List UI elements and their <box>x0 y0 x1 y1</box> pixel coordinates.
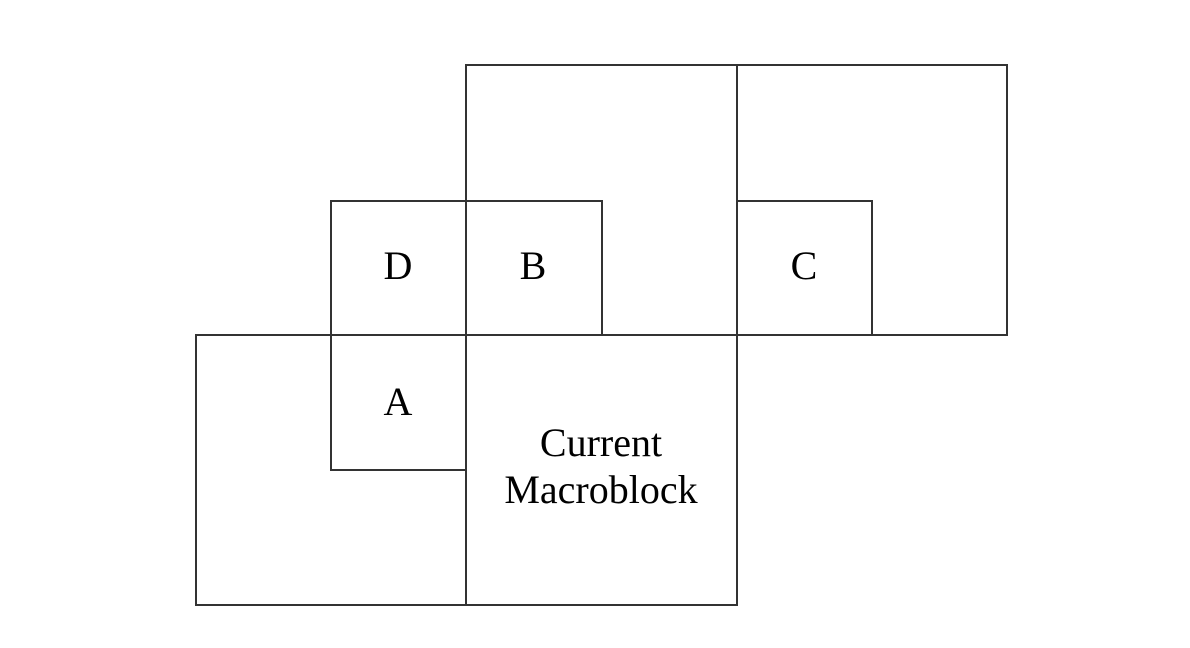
block-a <box>330 334 467 471</box>
block-b-label: B <box>520 243 547 288</box>
block-c <box>736 200 873 336</box>
current-macroblock-label-line1: Current <box>540 420 662 465</box>
current-macroblock-label-line2: Macroblock <box>504 467 697 512</box>
block-b <box>465 200 603 336</box>
block-a-label: A <box>384 379 413 424</box>
block-c-label: C <box>791 243 818 288</box>
block-d-label: D <box>384 243 413 288</box>
